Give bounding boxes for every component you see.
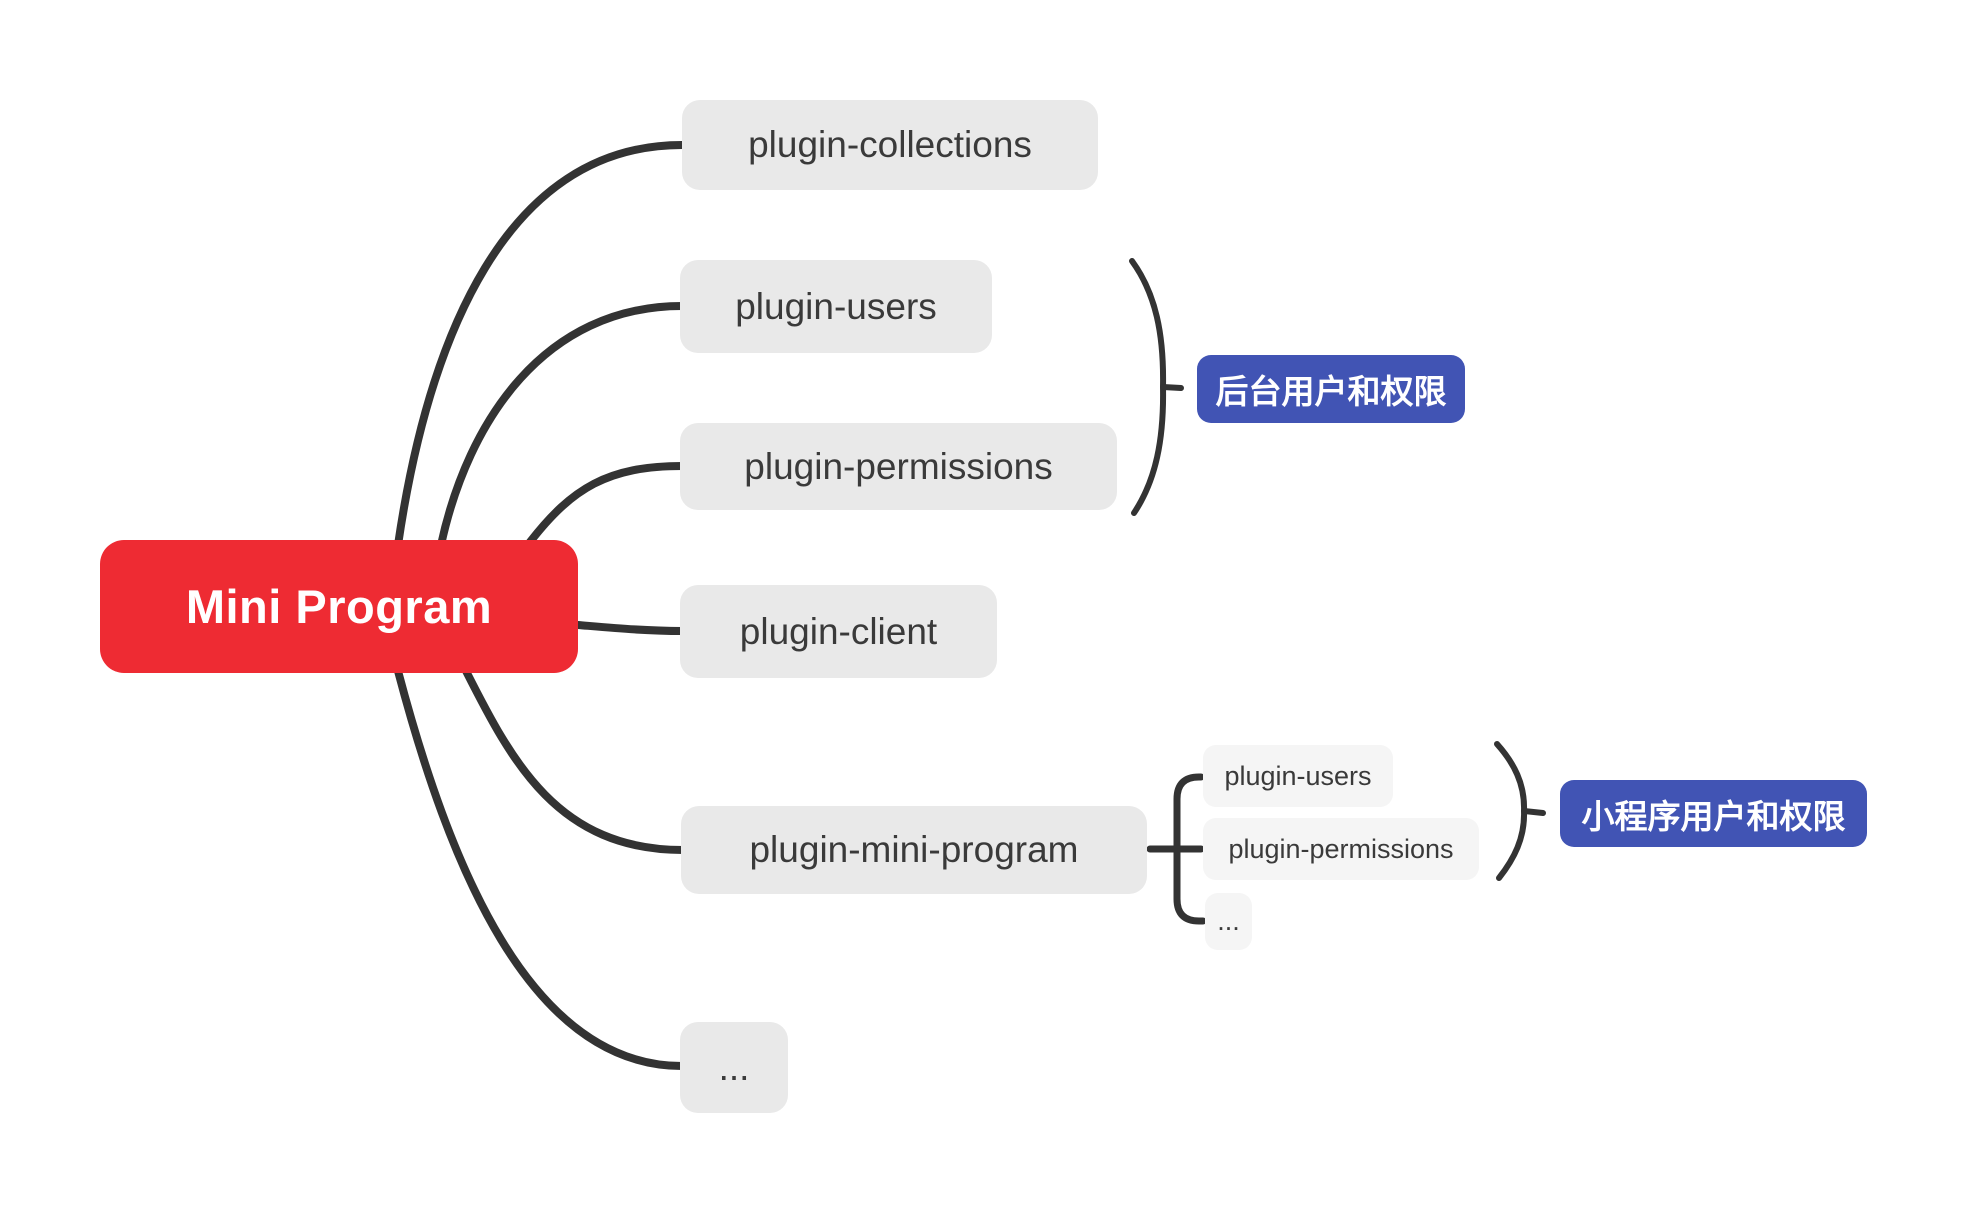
node-plugin-client[interactable]: plugin-client [680, 585, 997, 678]
subnode-plugin-permissions[interactable]: plugin-permissions [1203, 818, 1479, 880]
edge-root-to-ellipsis [394, 667, 686, 1070]
edge-root-to-plugin-collections [394, 141, 686, 549]
node-plugin-permissions[interactable]: plugin-permissions [680, 423, 1117, 510]
subtree-branch-ellipsis [1173, 845, 1207, 925]
node-plugin-collections[interactable]: plugin-collections [682, 100, 1098, 190]
node-plugin-mini-program[interactable]: plugin-mini-program [681, 806, 1147, 894]
edge-root-to-plugin-client [574, 621, 686, 635]
callout-backend-users-permissions[interactable]: 后台用户和权限 [1197, 355, 1465, 423]
root-node-mini-program[interactable]: Mini Program [100, 540, 578, 673]
node-ellipsis[interactable]: ... [680, 1022, 788, 1113]
subtree-branch-plugin-users [1173, 773, 1205, 853]
node-plugin-users[interactable]: plugin-users [680, 260, 992, 353]
edge-root-to-plugin-users [437, 302, 686, 549]
subnode-ellipsis[interactable]: ... [1205, 893, 1252, 950]
bracket-backend-group [1129, 258, 1167, 516]
edge-root-to-plugin-mini-program [462, 667, 687, 854]
subnode-plugin-users[interactable]: plugin-users [1203, 745, 1393, 807]
bracket-miniprogram-tick [1521, 808, 1546, 816]
bracket-backend-tick [1160, 384, 1184, 391]
bracket-miniprogram-group [1494, 741, 1528, 881]
callout-miniprogram-users-permissions[interactable]: 小程序用户和权限 [1560, 780, 1867, 847]
edge-root-to-plugin-permissions [526, 462, 686, 546]
